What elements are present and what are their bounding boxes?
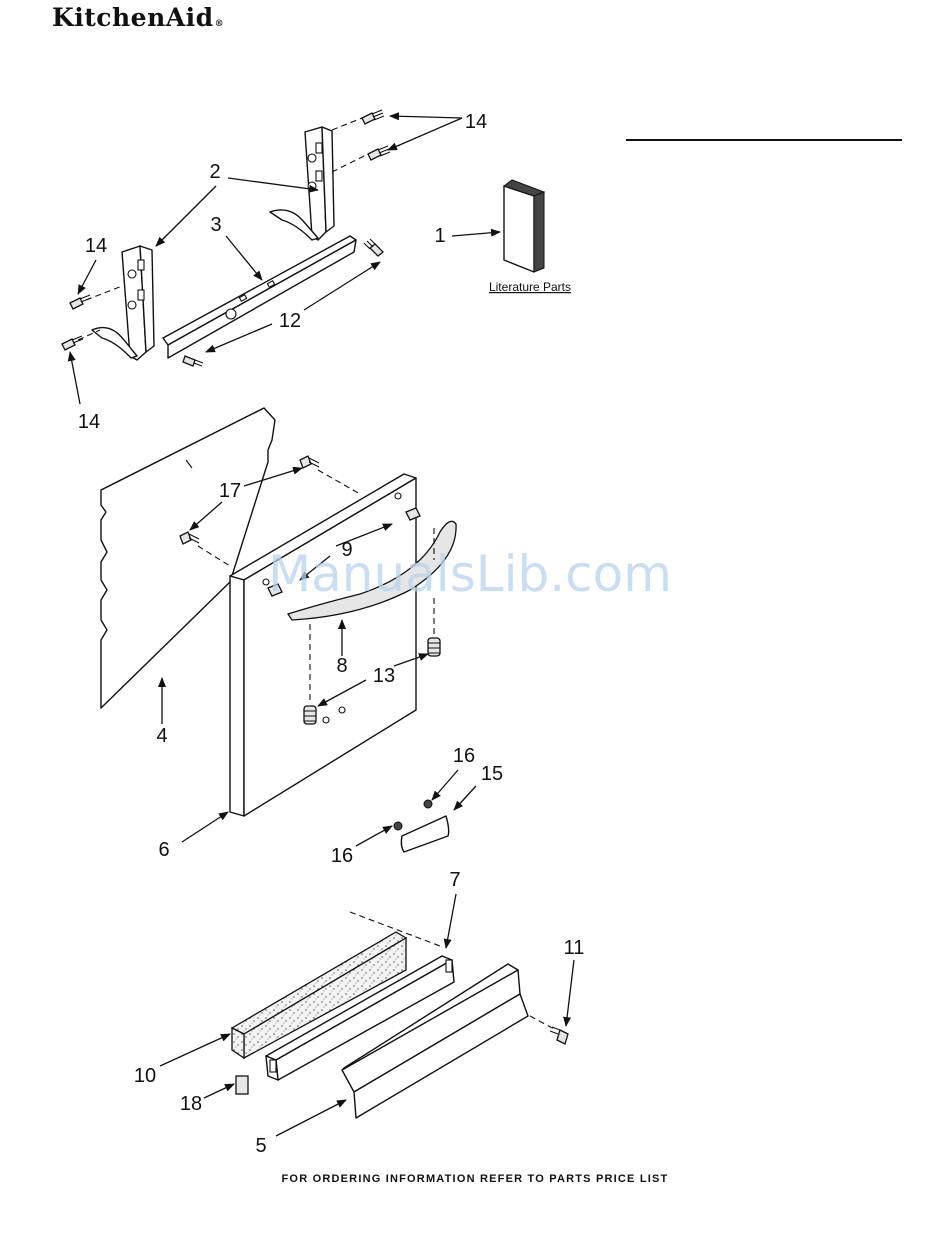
literature-booklet [504,180,544,272]
callout-12: 12 [279,310,301,332]
callout-8: 8 [336,655,347,677]
clip-18 [236,1076,248,1094]
callout-2: 2 [209,161,220,183]
screw-12-left [183,356,203,366]
callout-16-upper: 16 [453,745,475,767]
screw-14-left-2 [62,336,83,350]
watermark: ManualsLib.com [268,545,672,603]
callout-17: 17 [219,480,241,502]
callout-14-left-lower: 14 [78,411,100,433]
ordering-footer: FOR ORDERING INFORMATION REFER TO PARTS … [0,1173,950,1185]
callout-14-left-upper: 14 [85,235,107,257]
callout-15: 15 [481,763,503,785]
screw-14-top-1 [362,110,384,124]
mounting-bracket-left [92,246,154,360]
badge-15 [401,816,448,852]
callout-6: 6 [158,839,169,861]
screw-11 [550,1027,568,1044]
nut-16-upper [424,800,432,808]
callout-1: 1 [434,225,445,247]
screw-14-top-2 [368,146,390,160]
callout-18: 18 [180,1093,202,1115]
callout-7: 7 [449,869,460,891]
callout-16-lower: 16 [331,845,353,867]
callout-14-top: 14 [465,111,487,133]
screw-12-right [364,239,383,256]
mounting-bracket-right [270,127,334,240]
screw-14-left-1 [70,295,91,309]
nut-16-lower [394,822,402,830]
rail-channel [163,236,356,358]
spacer-13-right [428,638,440,656]
screw-17-upper [300,456,319,468]
spacer-13-left [304,706,316,724]
literature-parts-label: Literature Parts [489,280,571,294]
callout-13: 13 [373,665,395,687]
callout-3: 3 [210,214,221,236]
callout-5: 5 [255,1135,266,1157]
callout-11: 11 [564,937,585,959]
callout-4: 4 [156,725,167,747]
callout-10: 10 [134,1065,156,1087]
